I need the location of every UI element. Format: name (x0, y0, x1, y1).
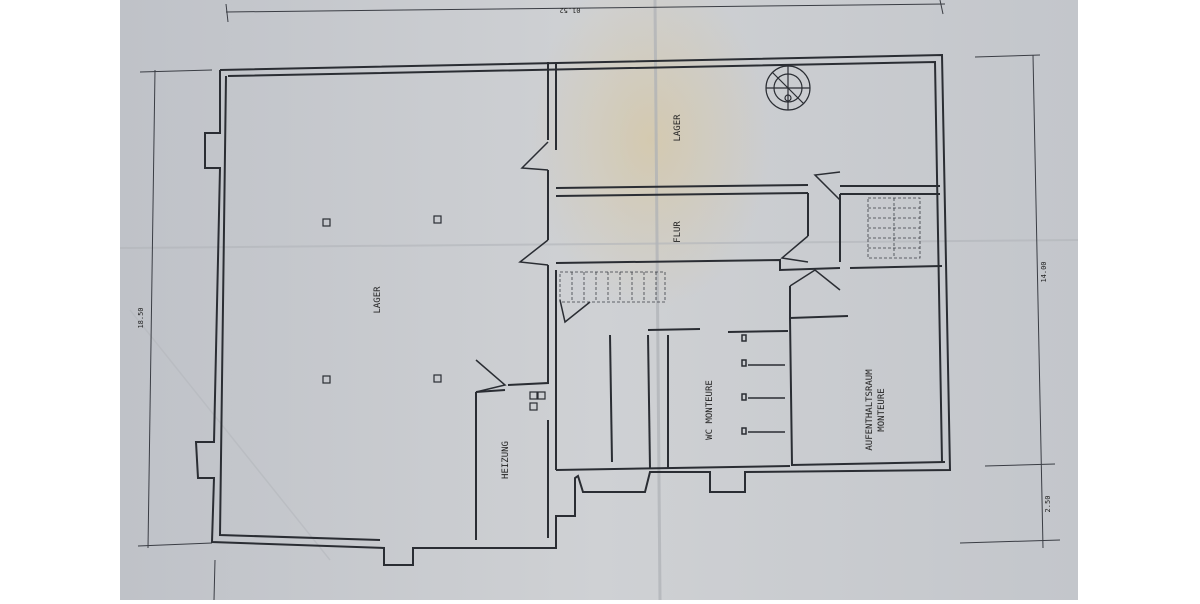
paper-stain (530, 0, 770, 310)
wc-fixtures (741, 334, 785, 435)
outer-walls (194, 53, 952, 566)
interior-walls (475, 62, 946, 540)
staircase-lower (559, 271, 666, 303)
columns (322, 215, 546, 411)
label-heizung: HEIZUNG (501, 441, 511, 479)
door-swings (475, 141, 841, 393)
label-monteure: MONTEURE (877, 388, 887, 431)
paper-fold-vertical (653, 0, 662, 601)
paper-crease-diagonal (129, 309, 331, 561)
dimension-right-main: 14.00 (1040, 261, 1048, 282)
dimension-left: 18.50 (137, 307, 145, 328)
label-wc: WC MONTEURE (705, 380, 715, 440)
circular-stair-symbol (765, 65, 811, 111)
staircase-upper (867, 197, 921, 259)
dimension-top: 01.52 (559, 6, 580, 14)
paper-fold-horizontal (119, 239, 1079, 249)
label-lager-top: LAGER (673, 114, 683, 142)
dimension-right-lower: 2.50 (1044, 496, 1052, 513)
label-lager-main: LAGER (373, 286, 383, 314)
label-flur: FLUR (673, 221, 683, 243)
dimension-lines (137, 0, 1061, 601)
label-aufenthaltsraum: AUFENTHALTSRAUM (865, 369, 875, 451)
